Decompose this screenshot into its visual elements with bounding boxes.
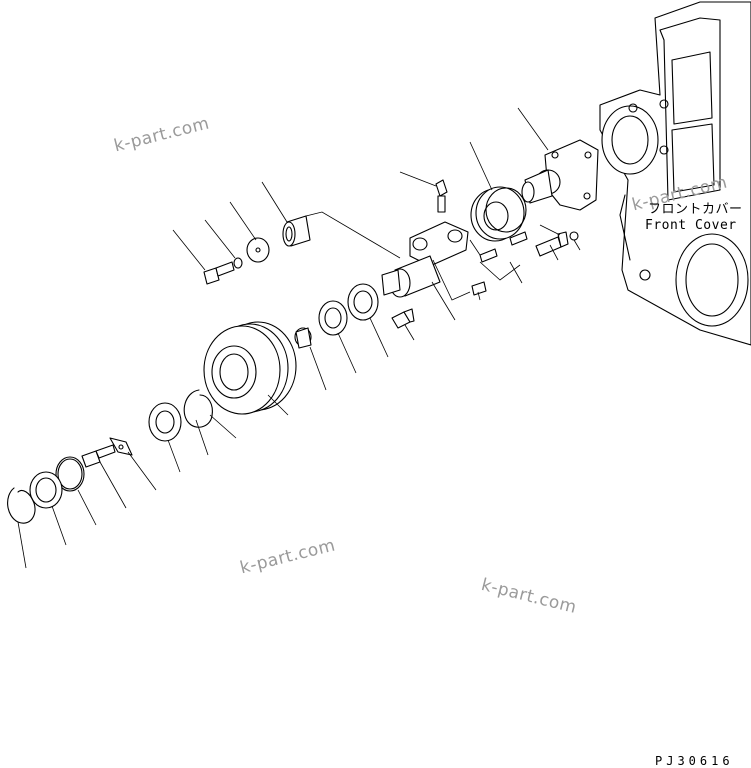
washer-upper <box>233 257 243 269</box>
dowel-pins <box>471 231 528 296</box>
bearing-2 <box>318 300 348 336</box>
bolt-washer-right <box>535 231 579 257</box>
bolt-upper <box>203 261 235 285</box>
snap-ring <box>183 389 213 428</box>
bearing-1 <box>347 283 379 321</box>
idler-bracket <box>381 221 469 298</box>
end-cap <box>29 471 63 509</box>
lock-plate <box>109 437 133 456</box>
idler-pulley <box>203 321 297 415</box>
leader-lines <box>17 107 581 569</box>
spring-coil <box>470 186 527 242</box>
plug-screw <box>391 308 415 329</box>
thrust-plate <box>246 237 270 263</box>
flange-housing <box>521 139 599 211</box>
front-cover <box>599 1 751 346</box>
spacer-ring <box>294 327 312 349</box>
grease-fitting <box>435 179 448 213</box>
assembly-lines <box>305 211 561 301</box>
front-cover-label-jp: フロントカバー <box>648 202 743 217</box>
o-ring <box>55 456 85 492</box>
end-snap-ring <box>7 487 36 524</box>
bushing <box>282 215 311 247</box>
outer-bearing <box>148 402 182 442</box>
front-cover-label-en: Front Cover <box>645 218 737 233</box>
drawing-code: PJ30616 <box>655 754 734 768</box>
bolt-lower <box>81 444 116 468</box>
